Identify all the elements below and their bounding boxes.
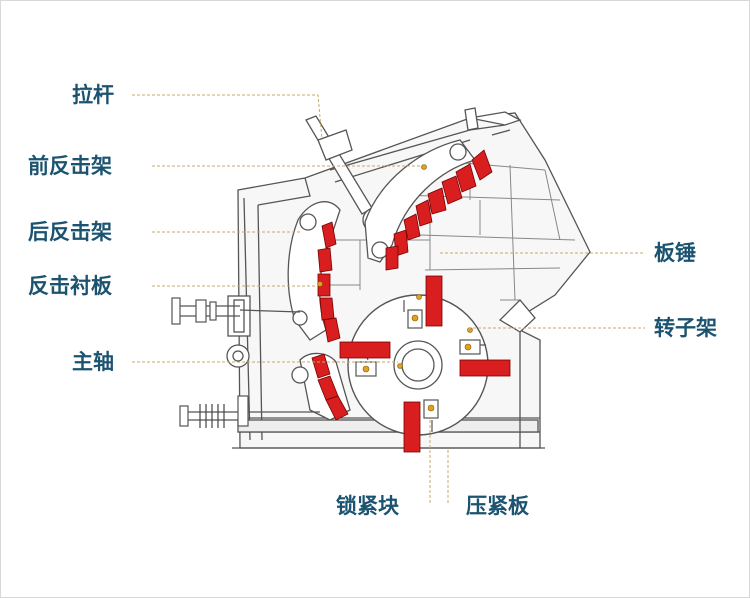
leader-lines [132,94,645,505]
label-front-impact-frame: 前反击架 [28,154,112,178]
label-blow-bar: 板锤 [654,241,696,265]
front-impact-liners [385,149,493,271]
label-rear-impact-frame: 后反击架 [28,220,112,244]
label-pressure-plate: 压紧板 [466,494,529,518]
label-locking-block: 锁紧块 [336,494,399,518]
label-main-shaft: 主轴 [72,350,114,374]
label-impact-liner: 反击衬板 [28,274,112,298]
rear-impact-liners [311,221,349,421]
blow-bars [339,275,511,453]
label-rotor-frame: 转子架 [654,316,717,340]
pressure-plates [317,164,473,412]
adjusting-rods [171,297,320,428]
label-tie-rod: 拉杆 [72,83,114,107]
